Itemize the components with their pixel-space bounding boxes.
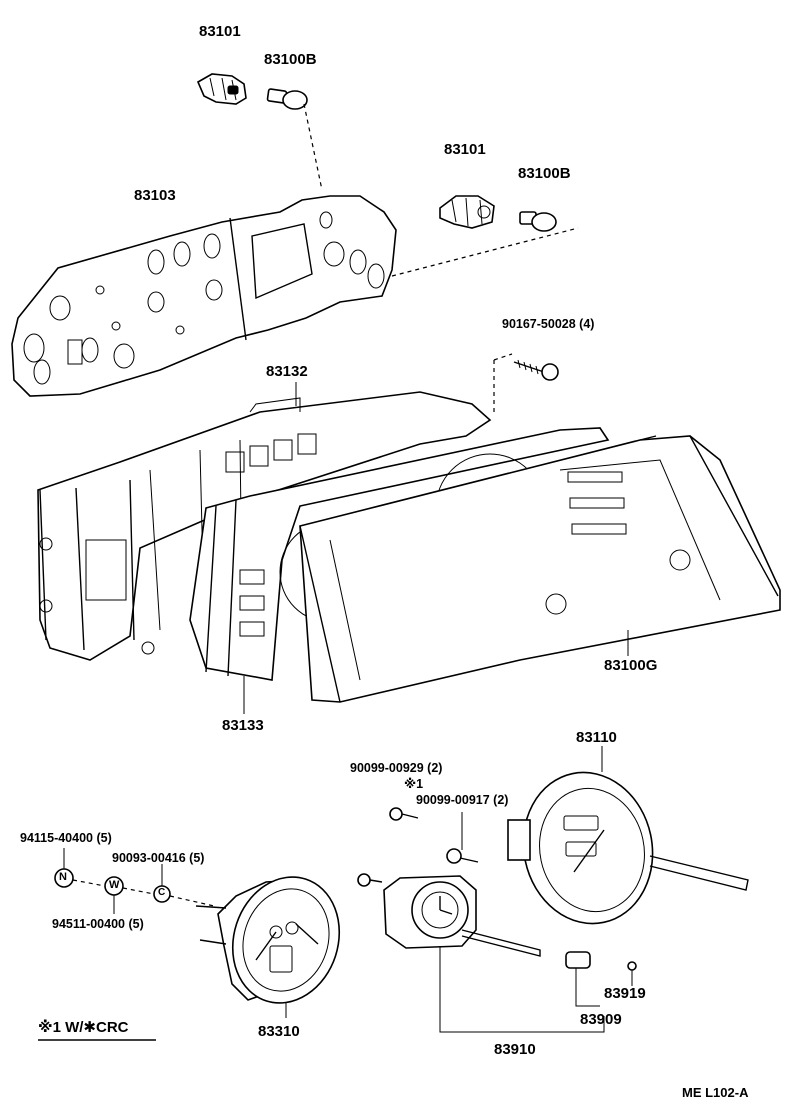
nut-letter: N: [59, 871, 67, 883]
label-screw-a-note: ※1: [404, 777, 424, 791]
diagram-code: ME L102-A: [682, 1085, 749, 1100]
bulb-right-icon: [519, 211, 557, 232]
label-bulb-top: 83100B: [264, 51, 317, 68]
clip-letter: C: [158, 887, 166, 898]
label-plate: 83133: [222, 717, 264, 734]
gauge-icon: [195, 876, 341, 1004]
label-nut: 94115-40400 (5): [20, 831, 112, 845]
label-gauge: 83310: [258, 1023, 300, 1040]
label-printed-circuit: 83103: [134, 187, 176, 204]
label-bulb: 83919: [604, 985, 646, 1002]
printed-circuit-icon: [11, 195, 397, 397]
label-washer-w: 94511-00400 (5): [52, 917, 144, 931]
label-bulb-socket-right: 83101: [444, 141, 486, 158]
bulb-top-icon: [266, 88, 308, 110]
socket-icon: [565, 951, 591, 969]
screw-b-icon: [446, 812, 479, 864]
label-socket: 83909: [580, 1011, 622, 1028]
case-icon: [37, 391, 492, 661]
label-case: 83132: [266, 363, 308, 380]
label-screw-b: 90099-00917 (2): [416, 793, 509, 807]
bulb-socket-right-icon: [439, 195, 495, 229]
label-bulb-right: 83100B: [518, 165, 571, 182]
label-washer-c: 90093-00416 (5): [112, 851, 205, 865]
label-speedometer: 83110: [576, 729, 617, 746]
screw-a-icon: [389, 807, 419, 821]
label-bulb-socket-top: 83101: [199, 23, 241, 40]
label-screw: 90167-50028 (4): [502, 317, 595, 331]
glass-icon: [299, 435, 781, 703]
label-glass: 83100G: [604, 657, 658, 674]
screw-icon: [513, 359, 559, 381]
washer-letter: W: [109, 879, 120, 891]
label-screw-a: 90099-00929 (2): [350, 761, 443, 775]
speedometer-icon: [507, 771, 749, 925]
bulb-icon: [627, 961, 637, 971]
clock-icon: [383, 875, 541, 957]
bulb-socket-top-icon: [196, 73, 247, 105]
footnote: ※1 W/✱CRC: [38, 1019, 129, 1036]
clip-icon: [357, 873, 383, 887]
label-clock: 83910: [494, 1041, 536, 1058]
